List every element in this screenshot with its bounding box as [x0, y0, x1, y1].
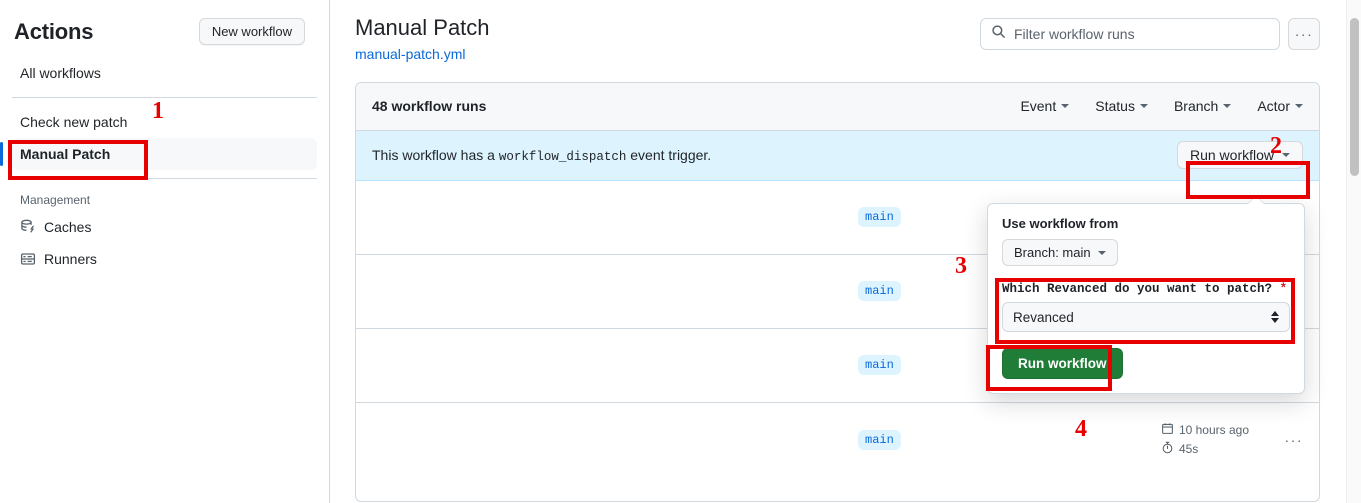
use-workflow-from-label: Use workflow from — [1002, 216, 1119, 231]
stepper-icon — [1271, 311, 1279, 323]
filter-event-label: Event — [1020, 98, 1057, 114]
row-kebab-menu-button[interactable]: ··· — [1284, 431, 1303, 448]
sidebar-item-all-workflows[interactable]: All workflows — [12, 57, 317, 89]
use-workflow-from-section: Use workflow from Branch: main — [988, 204, 1304, 274]
chevron-down-icon — [1223, 104, 1232, 108]
dispatch-text-prefix: This workflow has a — [372, 146, 495, 163]
filter-actor[interactable]: Actor — [1257, 98, 1303, 114]
workflow-title-block: Manual Patch manual-patch.yml — [355, 14, 490, 64]
header-actions: ··· — [980, 14, 1320, 50]
search-icon — [991, 24, 1006, 44]
filter-branch[interactable]: Branch — [1173, 98, 1232, 114]
sidebar-item-caches[interactable]: Caches — [12, 211, 317, 243]
sidebar-divider-2 — [12, 178, 317, 179]
sidebar-item-manual-patch[interactable]: Manual Patch — [0, 138, 317, 170]
sidebar-item-check-new-patch[interactable]: Check new patch — [12, 106, 317, 138]
sidebar-nav: All workflows — [0, 57, 329, 89]
inner-scroll-gutter — [1334, 0, 1340, 503]
actions-sidebar: Actions New workflow All workflows Check… — [0, 0, 330, 503]
page-scrollbar-thumb[interactable] — [1350, 18, 1359, 176]
sidebar-item-label: Check new patch — [20, 114, 128, 130]
filter-workflow-runs-box[interactable] — [980, 18, 1280, 50]
revanced-select-value: Revanced — [1013, 309, 1074, 325]
run-workflow-submit-button[interactable]: Run workflow — [1002, 348, 1123, 379]
branch-badge: main — [858, 429, 901, 450]
sidebar-item-runners[interactable]: Runners — [12, 243, 317, 275]
search-input[interactable] — [1014, 26, 1269, 42]
workflow-input-question-text: Which Revanced do you want to patch? — [1002, 282, 1273, 296]
row-metadata: 10 hours ago 45s — [1161, 422, 1249, 457]
sidebar-header: Actions New workflow — [0, 0, 329, 57]
workflow-input-question: Which Revanced do you want to patch? * — [1002, 282, 1290, 296]
runs-panel-header: 48 workflow runs Event Status Branch — [356, 82, 1319, 131]
filter-status-label: Status — [1095, 98, 1135, 114]
sidebar-item-label: Runners — [44, 251, 97, 267]
chevron-down-icon — [1139, 104, 1148, 108]
filter-actor-label: Actor — [1257, 98, 1290, 114]
revanced-select[interactable]: Revanced — [1002, 302, 1290, 332]
sidebar-item-label: Manual Patch — [20, 146, 111, 162]
dispatch-text-suffix: event trigger. — [630, 146, 712, 163]
required-marker: * — [1279, 282, 1288, 296]
workflow-file-link[interactable]: manual-patch.yml — [355, 45, 466, 62]
sidebar-divider-1 — [12, 97, 317, 98]
server-icon — [20, 251, 36, 267]
table-row[interactable]: main — [356, 181, 1319, 255]
run-workflow-dropdown-button[interactable]: Run workflow — [1176, 141, 1303, 169]
chevron-down-icon — [1295, 104, 1303, 108]
calendar-icon — [1161, 422, 1174, 438]
filter-event[interactable]: Event — [1020, 98, 1070, 114]
page-title: Actions — [14, 18, 94, 44]
branch-badge: main — [858, 281, 901, 301]
workflow-header: Manual Patch manual-patch.yml ··· — [355, 14, 1340, 64]
chevron-down-icon — [1282, 153, 1290, 157]
run-duration: 45s — [1178, 442, 1199, 456]
filter-branch-label: Branch — [1173, 98, 1219, 114]
run-workflow-dropdown-label: Run workflow — [1189, 147, 1274, 163]
sidebar-group-management: Management — [20, 193, 91, 207]
header-kebab-menu-button[interactable]: ··· — [1288, 18, 1320, 50]
dispatch-event-name: workflow_dispatch — [498, 149, 627, 164]
runs-filters: Event Status Branch Actor — [1020, 98, 1303, 114]
workflow-title: Manual Patch — [355, 15, 490, 40]
chevron-down-icon — [1061, 104, 1070, 108]
dispatch-message: This workflow has a workflow_dispatch ev… — [372, 147, 711, 164]
sidebar-nav-management: Caches Runners — [0, 211, 329, 275]
new-workflow-button[interactable]: New workflow — [198, 18, 305, 45]
run-timestamp: 10 hours ago — [1178, 423, 1249, 437]
timestamp-line: 10 hours ago — [1161, 422, 1249, 438]
branch-badge: main — [858, 355, 901, 375]
dropdown-footer: Run workflow — [988, 338, 1304, 393]
stopwatch-icon — [1161, 441, 1174, 457]
duration-line: 45s — [1161, 441, 1198, 457]
branch-badge: main — [858, 207, 901, 227]
workflow-dispatch-banner: This workflow has a workflow_dispatch ev… — [356, 130, 1319, 181]
filter-status[interactable]: Status — [1095, 98, 1148, 114]
table-row[interactable]: main — [356, 255, 1319, 329]
page-scrollbar-track[interactable] — [1346, 0, 1361, 503]
branch-selector-label: Branch: main — [1014, 245, 1091, 260]
sidebar-item-label: Caches — [44, 219, 92, 235]
branch-selector-button[interactable]: Branch: main — [1002, 239, 1118, 266]
chevron-down-icon — [1097, 250, 1106, 255]
sidebar-item-label: All workflows — [20, 65, 101, 81]
table-row[interactable]: main 10 hours ago — [356, 403, 1319, 477]
workflow-input-field: Which Revanced do you want to patch? * R… — [988, 274, 1304, 338]
sidebar-nav-workflows: Check new patch Manual Patch — [0, 106, 329, 170]
workflow-runs-count: 48 workflow runs — [372, 98, 487, 114]
run-workflow-dropdown-panel: Use workflow from Branch: main Which Rev… — [987, 203, 1305, 394]
cache-icon — [20, 219, 36, 235]
